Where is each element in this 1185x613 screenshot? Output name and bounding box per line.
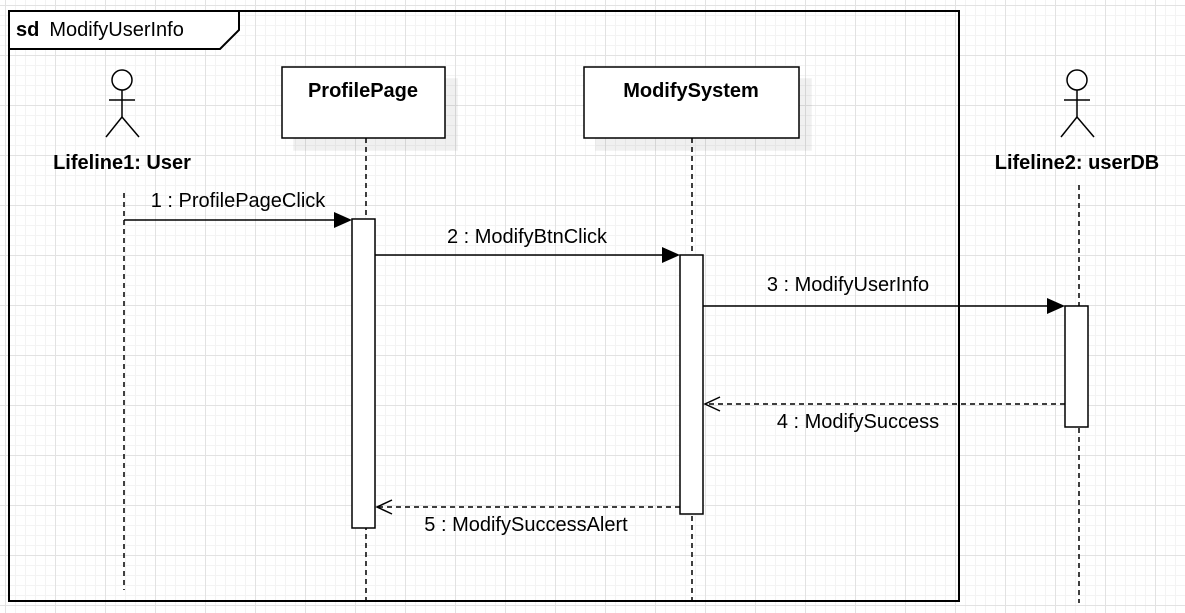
- message-4-label: 4 : ModifySuccess: [777, 411, 939, 433]
- message-3-label: 3 : ModifyUserInfo: [767, 274, 929, 296]
- sd-frame-title: sd ModifyUserInfo: [16, 19, 184, 41]
- message-3-arrowhead: [1047, 298, 1065, 314]
- actor-user-icon: [105, 69, 140, 138]
- message-2-arrowhead: [662, 247, 680, 263]
- message-5-label: 5 : ModifySuccessAlert: [424, 514, 628, 536]
- actor-userdb-label: Lifeline2: userDB: [995, 152, 1159, 174]
- sd-frame-tab: [8, 10, 240, 50]
- participant-modify-system-label: ModifySystem: [623, 80, 759, 102]
- sd-frame-keyword: sd: [16, 19, 39, 41]
- participant-profile-page-label: ProfilePage: [308, 80, 418, 102]
- message-4-arrowhead: [703, 396, 721, 412]
- activation-userdb: [1064, 305, 1089, 428]
- participant-modify-system-box: [583, 66, 800, 139]
- actor-user-label: Lifeline1: User: [53, 152, 191, 174]
- sd-frame-name: ModifyUserInfo: [49, 19, 184, 41]
- participant-profile-page-box: [281, 66, 446, 139]
- message-1-label: 1 : ProfilePageClick: [151, 190, 327, 212]
- actor-userdb-icon: [1060, 69, 1095, 138]
- message-1-arrowhead: [334, 212, 352, 228]
- message-5-arrowhead: [375, 499, 393, 515]
- activation-profile-page: [351, 218, 376, 529]
- message-2-label: 2 : ModifyBtnClick: [447, 226, 608, 248]
- activation-modify-system: [679, 254, 704, 515]
